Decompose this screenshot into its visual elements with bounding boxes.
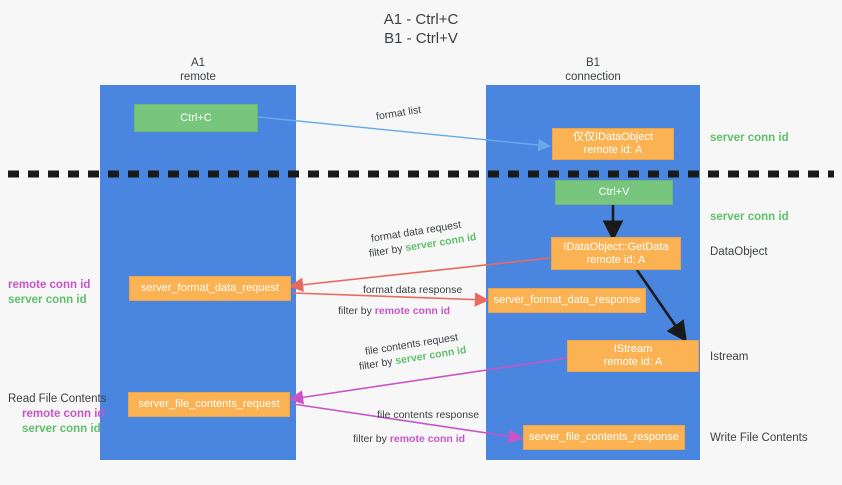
node-istream[interactable]: IStream remote id: A [567, 340, 699, 372]
node-server-file-contents-request[interactable]: server_file_contents_request [128, 392, 290, 417]
lane-header-a1: A1 remote [180, 57, 216, 83]
left-label-read-file-contents-group: Read File Contents remote conn id server… [8, 392, 106, 437]
edge-label-format-data-response: format data response [363, 284, 463, 296]
right-label-server-conn-id-mid: server conn id [710, 211, 789, 223]
right-label-dataobject: DataObject [710, 246, 768, 258]
page-title: A1 - Ctrl+C B1 - Ctrl+V [383, 11, 459, 47]
filter-prefix: filter by [353, 433, 390, 445]
right-label-write-file-contents: Write File Contents [710, 432, 808, 444]
edge-label-file-contents-response: file contents response [377, 409, 480, 421]
edge-label-format-list: format list [375, 103, 422, 123]
left-label-remote-conn-id-2: remote conn id [22, 408, 105, 420]
left-label-conn-ids-1: remote conn id server conn id [8, 278, 90, 308]
lane-header-b1: B1 connection [565, 57, 621, 83]
node-server-format-data-response[interactable]: server_format_data_response [488, 288, 646, 313]
left-label-remote-conn-id-1: remote conn id [8, 279, 91, 291]
left-label-read-file-contents: Read File Contents [8, 393, 107, 405]
node-ctrl-c[interactable]: Ctrl+C [134, 104, 258, 132]
node-ctrl-v[interactable]: Ctrl+V [555, 180, 673, 205]
edge-label-file-contents-response-filter: filter by remote conn id [353, 432, 465, 447]
node-server-format-data-request[interactable]: server_format_data_request [129, 276, 291, 301]
filter-value-remote-conn-id: remote conn id [389, 433, 466, 445]
left-label-server-conn-id-1: server conn id [8, 294, 87, 306]
node-idataobject[interactable]: 仅仅IDataObject remote id: A [552, 128, 674, 160]
edge-label-format-data-response-filter: filter by remote conn id [338, 304, 450, 319]
filter-prefix: filter by [358, 355, 397, 373]
filter-prefix: filter by [338, 305, 375, 317]
left-label-server-conn-id-2: server conn id [22, 423, 101, 435]
filter-value-remote-conn-id: remote conn id [374, 305, 451, 317]
right-label-istream: Istream [710, 351, 749, 363]
node-server-file-contents-response[interactable]: server_file_contents_response [523, 425, 685, 450]
node-idataobject-getdata[interactable]: IDataObject::GetData remote id: A [551, 237, 681, 270]
right-label-server-conn-id-top: server conn id [710, 132, 789, 144]
